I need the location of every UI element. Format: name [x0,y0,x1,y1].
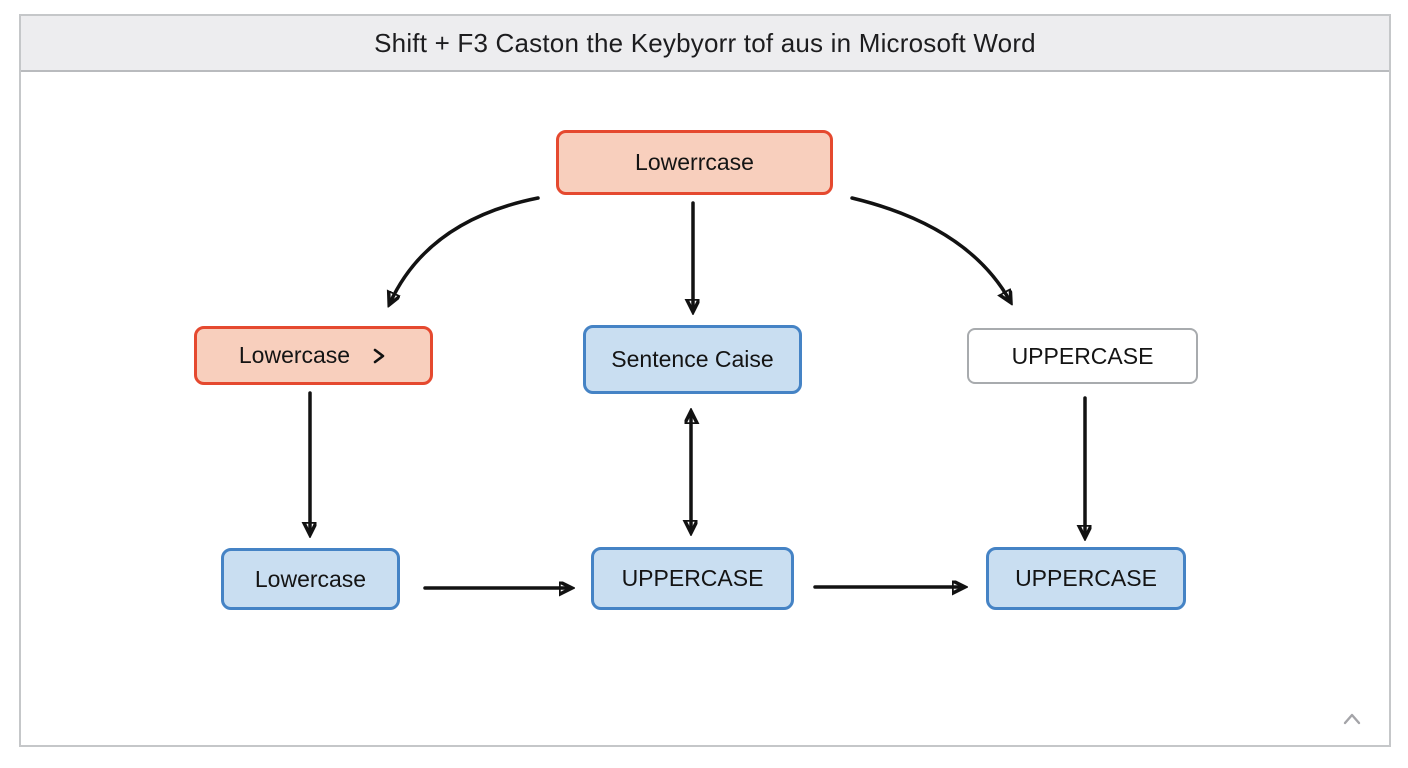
node-sentence-case: Sentence Caise [583,325,802,394]
node-lowercase-top: Lowerrcase [556,130,833,195]
arrow-top-to-midleft [390,196,540,303]
node-label: UPPERCASE [621,565,764,591]
diagram-canvas: Lowerrcase Lowercase Sentence Caise UPPE… [21,72,1389,742]
node-uppercase-bottom-center: UPPERCASE [591,547,794,610]
node-uppercase-mid-right: UPPERCASE [967,328,1198,384]
node-label: UPPERCASE [1015,565,1157,591]
arrow-top-to-midright [850,196,1010,301]
title-bar: Shift + F3 Caston the Keybyorr tof aus i… [21,16,1389,72]
node-uppercase-bottom-right: UPPERCASE [986,547,1186,610]
chevron-up-icon [1341,711,1363,730]
page-title: Shift + F3 Caston the Keybyorr tof aus i… [374,27,1036,58]
node-label: Lowercase [254,565,367,592]
scroll-to-top-button[interactable] [1337,707,1367,733]
page-frame: Shift + F3 Caston the Keybyorr tof aus i… [19,14,1391,747]
node-lowercase-mid-left: Lowercase [194,326,433,385]
chevron-right-icon [370,347,388,365]
node-label: Sentence Caise [611,346,774,372]
node-label: Lowerrcase [635,149,754,175]
node-label: UPPERCASE [1011,342,1154,369]
node-lowercase-bottom-left: Lowercase [221,548,400,610]
node-label: Lowercase [238,342,351,368]
